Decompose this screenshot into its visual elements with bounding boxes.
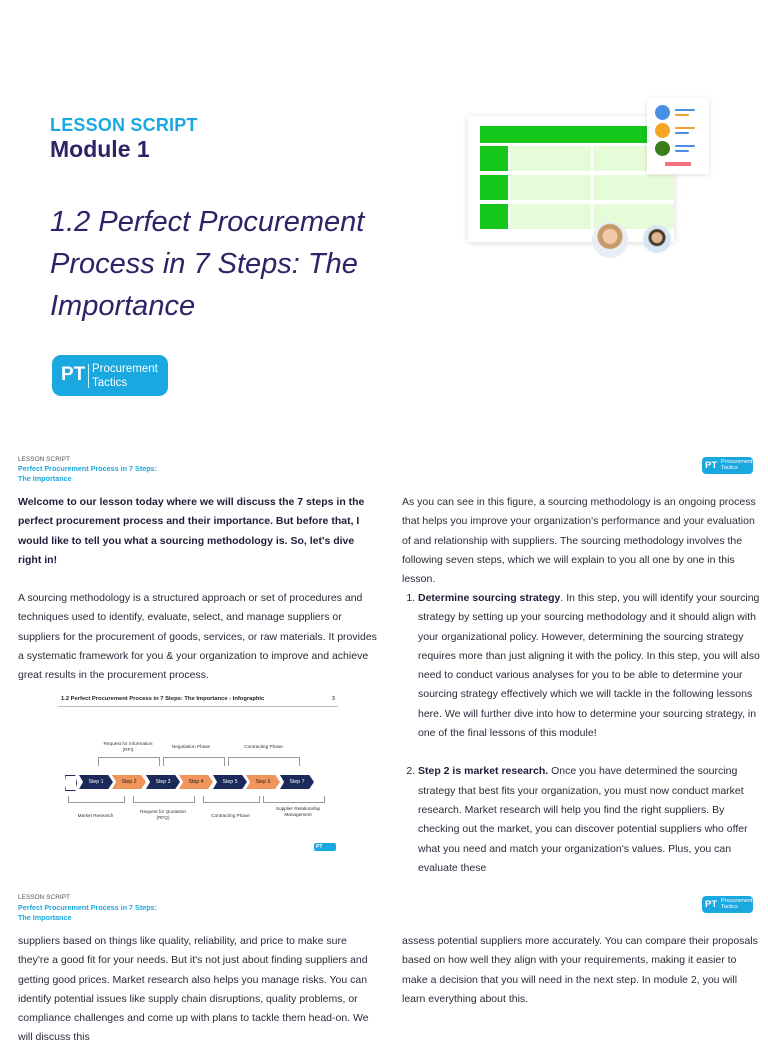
bracket-bottom-3 (203, 796, 260, 803)
infographic-title: 1.2 Perfect Procurement Process in 7 Ste… (61, 696, 265, 702)
bracket-bottom-1 (68, 796, 125, 803)
step-2: Step 2 (112, 775, 146, 789)
label-contracting-top: Contracting Phase (244, 744, 283, 749)
infographic-logo: PT (314, 843, 336, 851)
avatar-woman (592, 222, 628, 258)
infographic-page-number: 3 (331, 696, 335, 702)
step-2-item: Step 2 is market research. Once you have… (418, 762, 760, 878)
label-rfq: Request for Quotation (RFQ) (140, 809, 186, 820)
steps-list: Determine sourcing strategy. In this ste… (402, 589, 760, 897)
step-1-item: Determine sourcing strategy. In this ste… (418, 589, 760, 743)
page3-left-paragraph: suppliers based on things like quality, … (18, 935, 369, 1044)
lesson-script-label: LESSON SCRIPT (50, 115, 198, 135)
page2-header-title-1: Perfect Procurement Process in 7 Steps: (18, 464, 158, 473)
label-negotiation: Negotiation Phase (171, 744, 211, 749)
illustration-legend-card (647, 98, 709, 174)
logo-line2: Tactics (92, 377, 128, 389)
label-rfi: Request for Information (RFI) (103, 741, 153, 752)
logo-mark: PT (705, 899, 718, 910)
page3-header-title-1: Perfect Procurement Process in 7 Steps: (18, 903, 158, 912)
label-srm: Supplier Relationship Management (275, 806, 321, 817)
module-label: Module 1 (50, 136, 150, 162)
start-chevron (65, 775, 77, 791)
procurement-tactics-logo: PT Procurement Tactics (52, 355, 168, 396)
bracket-bottom-4 (263, 796, 325, 803)
page2-header-title-2: The Importance (18, 474, 72, 483)
logo-line1: Procurement (92, 363, 158, 375)
cover-title: 1.2 Perfect Procurement Process in 7 Ste… (50, 206, 365, 322)
page3-header-label: LESSON SCRIPT (18, 894, 71, 901)
step-7: Step 7 (280, 775, 314, 789)
process-infographic: 1.2 Perfect Procurement Process in 7 Ste… (58, 693, 338, 857)
bracket-top-3 (228, 757, 300, 766)
label-market-research: Market Research (77, 813, 114, 818)
step-4: Step 4 (179, 775, 213, 789)
logo-mark: PT (705, 460, 718, 471)
page2-header-label: LESSON SCRIPT (18, 456, 71, 463)
avatar-man (643, 225, 671, 253)
illustration-table (468, 116, 674, 242)
page3-header-title-2: The Importance (18, 913, 72, 922)
figure-intro-paragraph: As you can see in this figure, a sourcin… (402, 496, 756, 586)
step-6: Step 6 (246, 775, 280, 789)
step-1: Step 1 (79, 775, 113, 789)
bracket-top-2 (163, 757, 225, 766)
label-contracting-bottom: Contracting Phase (211, 813, 250, 818)
intro-bold-paragraph: Welcome to our lesson today where we wil… (18, 496, 365, 566)
bracket-top-1 (98, 757, 160, 766)
step-5: Step 5 (213, 775, 247, 789)
definition-paragraph: A sourcing methodology is a structured a… (18, 592, 377, 682)
step-3: Step 3 (146, 775, 180, 789)
bracket-bottom-2 (133, 796, 195, 803)
logo-mark: PT (61, 364, 86, 385)
page3-right-paragraph: assess potential suppliers more accurate… (402, 935, 758, 1005)
